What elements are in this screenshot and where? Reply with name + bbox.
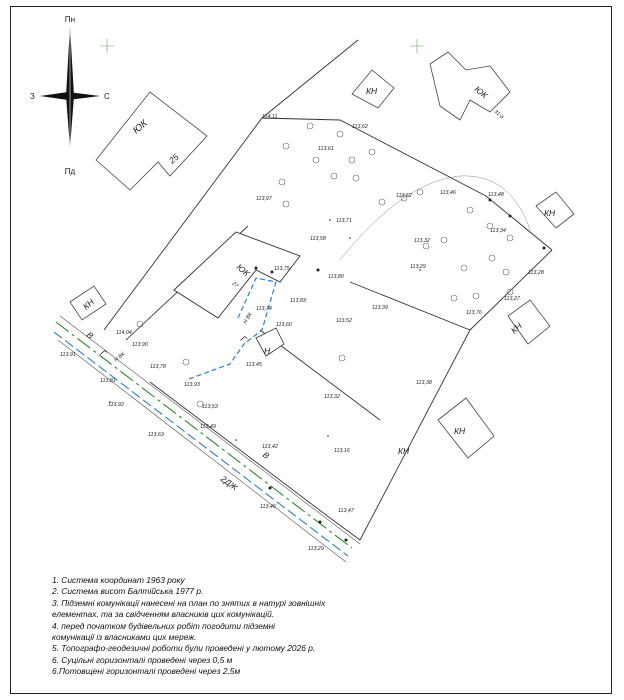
elevation: 113,81 bbox=[100, 378, 116, 384]
elevation: 113,83 bbox=[290, 298, 306, 304]
elevation: 113,32 bbox=[414, 238, 430, 244]
note-line: 3. Підземні комунікації нанесені на план… bbox=[52, 597, 326, 608]
building-25 bbox=[95, 91, 208, 191]
elevation: 113,90 bbox=[132, 342, 148, 348]
elevation: 113,46 bbox=[440, 190, 456, 196]
sheet-frame bbox=[10, 6, 612, 694]
label-utility-b-2: В bbox=[261, 450, 272, 462]
note-line: комунікації із власниками цих мереж. bbox=[52, 632, 197, 643]
elevation: 113,29 bbox=[308, 546, 324, 552]
elevation: 113,97 bbox=[256, 196, 273, 202]
note-line: 6. Суцільні горизонталі проведені через … bbox=[52, 654, 233, 665]
trees bbox=[136, 122, 514, 408]
building-27 bbox=[173, 231, 301, 319]
compass-north: Пн bbox=[65, 15, 75, 24]
note-line: елементах, та за свідченням власників ци… bbox=[52, 609, 275, 620]
north-arrow: Пн Пд З С bbox=[30, 15, 110, 176]
topographic-plan: Пн Пд З С ЮК 25 КН ЮК 31-а КН КН КН КН К… bbox=[30, 15, 575, 563]
label-utility-g-1: Г bbox=[99, 348, 110, 360]
building-kn-right2 bbox=[507, 299, 551, 345]
elevation: 113,34 bbox=[490, 228, 506, 234]
structure-n bbox=[255, 327, 285, 357]
elevation: 113,39 bbox=[372, 305, 388, 311]
note-line: 6.Потовщені горизонталі проведені через … bbox=[52, 666, 241, 677]
grid-crosses bbox=[100, 39, 424, 53]
elevation: 113,47 bbox=[338, 508, 355, 514]
label-utility-g-2: Г bbox=[239, 334, 250, 346]
building-kn-left bbox=[69, 285, 107, 321]
compass-west: З bbox=[30, 92, 35, 101]
elevation: 114,11 bbox=[262, 114, 277, 120]
site-boundary bbox=[103, 39, 553, 541]
label-yuk-2: ЮК bbox=[473, 84, 491, 101]
building-kn-bottom bbox=[437, 397, 495, 459]
elevation: 114,04 bbox=[116, 330, 132, 336]
elevation: 113,53 bbox=[202, 404, 218, 410]
elevation: 113,52 bbox=[336, 318, 352, 324]
elevation: 113,80 bbox=[328, 274, 344, 280]
compass-east: С bbox=[104, 92, 110, 101]
elevation: 113,76 bbox=[466, 310, 482, 316]
elevation: 113,91 bbox=[60, 352, 76, 358]
elevation: 113,16 bbox=[334, 448, 350, 454]
elevation: 113,42 bbox=[262, 444, 278, 450]
building-kn-top bbox=[351, 69, 395, 109]
elevation: 113,49 bbox=[200, 424, 216, 430]
label-kn-6: КН bbox=[81, 296, 97, 311]
label-n: Н bbox=[264, 346, 271, 356]
elevation: 113,62 bbox=[352, 124, 368, 130]
label-building-27: 27 bbox=[230, 280, 240, 290]
label-building-31a: 31-а bbox=[493, 109, 505, 120]
elevation: 113,60 bbox=[276, 322, 292, 328]
building-31a bbox=[429, 51, 511, 121]
elevation: 113,29 bbox=[410, 264, 426, 270]
elevation: 113,75 bbox=[274, 266, 290, 272]
survey-points bbox=[109, 198, 546, 542]
label-kn-4: КН bbox=[454, 426, 466, 436]
elevation: 113,52 bbox=[396, 193, 412, 199]
note-line: 4. перед початком будівельних робіт пого… bbox=[52, 620, 276, 631]
elevation: 113,63 bbox=[148, 432, 164, 438]
compass-south: Пд bbox=[65, 167, 76, 176]
label-utility-b-1: В bbox=[85, 330, 96, 342]
label-road: 2ДЖ bbox=[218, 473, 241, 493]
note-line: 2. Система висот Балтійська 1977 р. bbox=[52, 586, 204, 597]
elevation: 113,27 bbox=[504, 296, 521, 302]
elevation: 113,71 bbox=[336, 218, 352, 224]
contour-line bbox=[339, 175, 531, 261]
building-kn-right bbox=[535, 191, 575, 229]
road bbox=[53, 315, 361, 563]
elevation: 113,38 bbox=[416, 380, 432, 386]
label-pipe-note-2: Н ВК bbox=[243, 311, 255, 325]
water-pipe bbox=[185, 277, 277, 381]
elevation: 113,46 bbox=[260, 504, 276, 510]
label-kn-3: КН bbox=[509, 320, 525, 335]
label-building-25: 25 bbox=[166, 152, 181, 167]
note-line: 1. Система координат 1963 року bbox=[52, 575, 185, 585]
elevation: 113,32 bbox=[324, 394, 340, 400]
label-yuk-1: ЮК bbox=[131, 117, 151, 136]
elevation: 113,58 bbox=[310, 236, 326, 242]
elevation: 113,48 bbox=[488, 192, 504, 198]
elevation: 113,92 bbox=[108, 402, 124, 408]
elevation-marks: 114,11 113,62 113,61 113,52 113,46 113,4… bbox=[60, 114, 544, 552]
elevation: 113,74 bbox=[256, 306, 272, 312]
label-kn-2: КН bbox=[544, 208, 556, 218]
neighbour-buildings bbox=[69, 51, 575, 459]
plan-notes: 1. Система координат 1963 року 2. Систем… bbox=[52, 575, 382, 678]
elevation: 113,93 bbox=[184, 382, 200, 388]
elevation: 113,61 bbox=[318, 146, 334, 152]
note-line: 5. Топографо-геодезичні роботи були пров… bbox=[52, 643, 316, 654]
label-kn-1: КН bbox=[366, 86, 378, 96]
elevation: 113,28 bbox=[528, 270, 544, 276]
elevation: 113,78 bbox=[150, 364, 166, 370]
label-kn-5: КН bbox=[398, 446, 410, 456]
elevation: 113,45 bbox=[246, 362, 262, 368]
